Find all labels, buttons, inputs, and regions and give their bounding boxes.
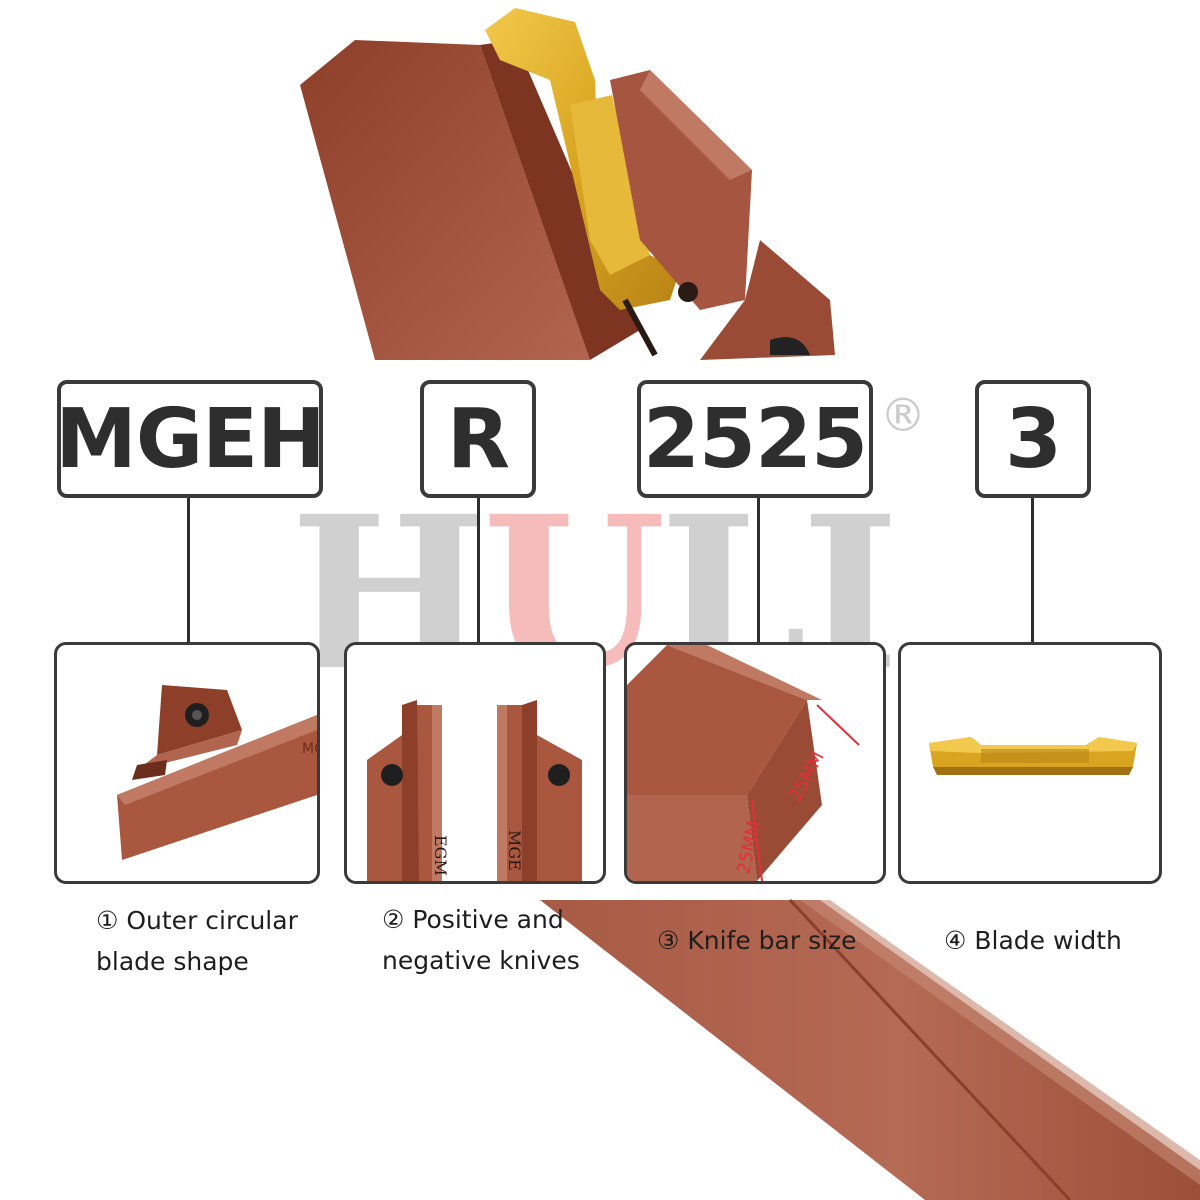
caption-line: negative knives [382, 946, 580, 975]
connector-line [1031, 498, 1034, 642]
left-right-knives-image: EGM MGE [367, 700, 582, 881]
panel-bar-size: 25MM 25MM [624, 642, 886, 884]
panel-blade-width [898, 642, 1162, 884]
holder-mark: MG [302, 741, 317, 757]
code-part-size: 2525 [637, 380, 873, 498]
caption-line: ② Positive and [382, 905, 564, 934]
connector-line [187, 498, 190, 642]
caption-line: blade shape [96, 947, 249, 976]
connector-line [757, 498, 760, 642]
caption-hand-knives: ② Positive and negative knives [382, 899, 580, 981]
caption-bar-size: ③ Knife bar size [657, 920, 857, 961]
registered-mark: ® [880, 388, 926, 442]
caption-blade-width: ④ Blade width [944, 920, 1122, 961]
code-part-series: MGEH [55, 380, 326, 498]
caption-line: ① Outer circular [96, 906, 298, 935]
code-part-hand: R [420, 380, 536, 498]
code-part-width: 3 [975, 380, 1091, 498]
left-knife-mark: EGM [431, 835, 450, 876]
panel-blade-shape: MG [54, 642, 320, 884]
bar-cross-section-image: 25MM 25MM [627, 645, 860, 881]
holder-head-image: MG [117, 685, 317, 860]
grooving-insert-image [929, 737, 1137, 775]
caption-line: ④ Blade width [944, 926, 1122, 955]
panel-hand-knives: EGM MGE [344, 642, 606, 884]
connector-line [477, 498, 480, 642]
caption-blade-shape: ① Outer circular blade shape [96, 900, 298, 982]
caption-line: ③ Knife bar size [657, 926, 857, 955]
right-knife-mark: MGE [505, 830, 524, 871]
